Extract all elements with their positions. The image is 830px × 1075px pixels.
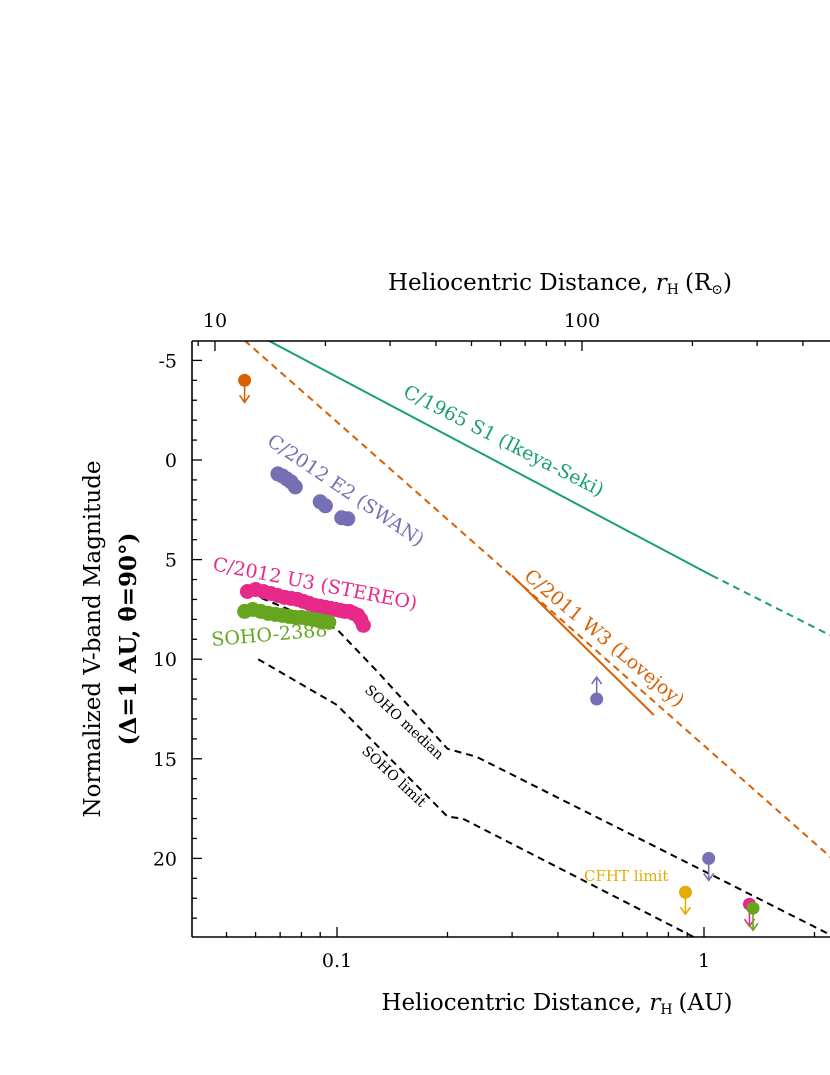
limit-marker-1 xyxy=(590,675,604,706)
points-layer xyxy=(237,466,371,633)
label-cfht-limit: CFHT limit xyxy=(584,867,668,885)
y-tick-label-0: -5 xyxy=(158,350,177,372)
limit-marker-5 xyxy=(746,901,760,932)
curve-5 xyxy=(257,658,696,937)
y-axis-label-line2: (Δ=1 AU, θ=90°) xyxy=(115,533,142,746)
y-tick-label-1: 0 xyxy=(165,450,177,472)
y-tick-label-4: 15 xyxy=(153,749,177,771)
curve-4 xyxy=(249,592,830,936)
point-s0-6 xyxy=(317,498,333,514)
label-soho-2388: SOHO-2388 xyxy=(211,619,329,651)
curve-3 xyxy=(243,341,830,858)
x-axis-label: Heliocentric Distance, rH(AU) xyxy=(382,990,733,1018)
x-top-tick-label-0: 10 xyxy=(203,310,227,332)
y-tick-label-3: 10 xyxy=(153,649,177,671)
limit-arrow-head-2 xyxy=(703,872,715,882)
label-swan: C/2012 E2 (SWAN) xyxy=(263,430,428,551)
curve-1 xyxy=(711,574,830,637)
x-tick-label-1: 1 xyxy=(698,950,710,972)
limit-marker-3 xyxy=(678,885,692,916)
x-top-axis-label: Heliocentric Distance, rH(R⊙) xyxy=(388,270,732,298)
annotations: C/1965 S1 (Ikeya-Seki) C/2012 E2 (SWAN) … xyxy=(211,381,689,885)
label-lovejoy: C/2011 W3 (Lovejoy) xyxy=(520,565,689,712)
y-axis-label: Normalized V-band Magnitude (Δ=1 AU, θ=9… xyxy=(80,460,142,817)
y-tick-label-5: 20 xyxy=(153,848,177,870)
label-soho-limit: SOHO limit xyxy=(358,743,429,811)
point-s2-13 xyxy=(321,614,337,630)
curves-layer xyxy=(243,341,830,937)
point-s0-8 xyxy=(340,511,356,527)
point-s1-21 xyxy=(355,617,371,633)
limit-arrow-head-3 xyxy=(679,906,692,916)
x-top-tick-label-1: 100 xyxy=(564,310,600,332)
upper-limits-layer xyxy=(238,373,760,932)
sun-symbol: ⊙ xyxy=(711,282,723,298)
y-axis-label-line1: Normalized V-band Magnitude xyxy=(80,460,106,817)
limit-arrow-head-1 xyxy=(591,675,603,685)
curve-2 xyxy=(511,574,655,716)
curve-0 xyxy=(267,341,713,577)
ticks-layer: 0.1 1 10 100 -5 0 5 10 15 20 xyxy=(153,310,816,972)
limit-marker-0 xyxy=(238,373,252,404)
point-s0-4 xyxy=(287,479,303,495)
x-tick-label-0: 0.1 xyxy=(322,950,352,972)
y-tick-label-2: 5 xyxy=(165,550,177,572)
label-ikeya-seki: C/1965 S1 (Ikeya-Seki) xyxy=(400,381,608,501)
limit-marker-2 xyxy=(702,851,716,882)
limit-arrow-head-5 xyxy=(747,922,759,932)
limit-arrow-head-0 xyxy=(238,394,251,404)
